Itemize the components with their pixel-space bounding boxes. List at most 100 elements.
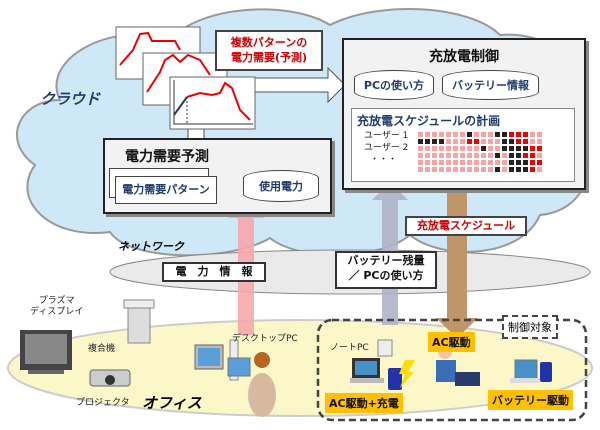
schedule-cell bbox=[501, 131, 508, 138]
schedule-cell bbox=[466, 159, 473, 166]
schedule-cell bbox=[536, 131, 543, 138]
battery-notebook bbox=[510, 359, 552, 383]
battery-drive-badge: バッテリー駆動 bbox=[488, 390, 573, 410]
schedule-label: 充放電スケジュール bbox=[405, 216, 527, 236]
schedule-cell bbox=[452, 131, 459, 138]
projector bbox=[89, 369, 131, 387]
schedule-cell bbox=[438, 166, 445, 173]
demand-forecast-panel: 電力需要予測 電力需要パターン bbox=[103, 138, 231, 214]
schedule-cell bbox=[480, 166, 487, 173]
user-2-label: ユーザー 2 bbox=[364, 143, 409, 153]
schedule-cell bbox=[515, 159, 522, 166]
schedule-cell bbox=[494, 138, 501, 145]
network-label: ネットワーク bbox=[118, 240, 184, 253]
desktop-pc bbox=[194, 339, 276, 417]
schedule-cell bbox=[445, 145, 452, 152]
schedule-cell bbox=[522, 166, 529, 173]
ac-drive-badge: AC駆動 bbox=[428, 332, 475, 352]
schedule-cell bbox=[424, 152, 431, 159]
schedule-cell bbox=[431, 166, 438, 173]
desktop-pc-label: デスクトップPC bbox=[232, 334, 298, 344]
battery-status-box: バッテリー残量 ／ PCの使い方 bbox=[335, 251, 437, 289]
schedule-cell bbox=[480, 152, 487, 159]
schedule-cell bbox=[480, 138, 487, 145]
schedule-cell bbox=[452, 152, 459, 159]
schedule-cell bbox=[508, 131, 515, 138]
schedule-cell bbox=[431, 145, 438, 152]
schedule-cell bbox=[508, 166, 515, 173]
battery-info-db: バッテリー情報 bbox=[442, 70, 539, 100]
demand-forecast-title: 電力需要予測 bbox=[125, 149, 209, 165]
schedule-cell bbox=[480, 159, 487, 166]
schedule-cell bbox=[431, 131, 438, 138]
plasma-display-label: プラズマ ディスプレイ bbox=[30, 296, 83, 318]
schedule-cell bbox=[452, 145, 459, 152]
schedule-cell bbox=[529, 159, 536, 166]
schedule-cell bbox=[487, 145, 494, 152]
schedule-cell bbox=[417, 131, 424, 138]
schedule-cell bbox=[515, 166, 522, 173]
schedule-cell bbox=[536, 152, 543, 159]
schedule-cell bbox=[494, 152, 501, 159]
schedule-cell bbox=[466, 131, 473, 138]
power-info-box: 電 力 情 報 bbox=[162, 262, 266, 282]
notebook-pc bbox=[350, 339, 415, 390]
schedule-cell bbox=[494, 166, 501, 173]
schedule-cell bbox=[501, 138, 508, 145]
schedule-cell bbox=[515, 152, 522, 159]
schedule-cell bbox=[445, 138, 452, 145]
schedule-cell bbox=[473, 131, 480, 138]
schedule-cell bbox=[438, 131, 445, 138]
schedule-cell bbox=[487, 138, 494, 145]
schedule-cell bbox=[417, 138, 424, 145]
schedule-plan-title: 充放電スケジュールの計画 bbox=[357, 114, 501, 128]
schedule-cell bbox=[459, 152, 466, 159]
battery-remaining-label: バッテリー残量 bbox=[347, 254, 425, 267]
schedule-plan-panel: 充放電スケジュールの計画 ユーザー 1 ユーザー 2 ・・・ bbox=[351, 108, 575, 182]
schedule-cell bbox=[508, 152, 515, 159]
notebook-pc-label: ノートPC bbox=[330, 343, 369, 353]
schedule-cell bbox=[529, 131, 536, 138]
schedule-cell bbox=[522, 152, 529, 159]
schedule-cell bbox=[452, 166, 459, 173]
schedule-cell bbox=[508, 138, 515, 145]
schedule-cell bbox=[515, 145, 522, 152]
ac-charge-badge: AC駆動+充電 bbox=[325, 393, 403, 413]
more-users-label: ・・・ bbox=[370, 155, 398, 165]
schedule-cell bbox=[529, 152, 536, 159]
schedule-cell bbox=[473, 159, 480, 166]
schedule-cell bbox=[431, 152, 438, 159]
schedule-cell bbox=[494, 159, 501, 166]
schedule-down-arrow bbox=[436, 190, 478, 338]
charge-control-title: 充放電制御 bbox=[429, 49, 499, 65]
schedule-cell bbox=[459, 131, 466, 138]
schedule-cell bbox=[494, 145, 501, 152]
schedule-cell bbox=[438, 138, 445, 145]
projector-label: プロジェクタ bbox=[76, 398, 130, 408]
schedule-cell bbox=[487, 131, 494, 138]
schedule-cell bbox=[417, 159, 424, 166]
schedule-cell bbox=[459, 166, 466, 173]
cloud-label: クラウド bbox=[40, 90, 101, 108]
schedule-cell bbox=[522, 159, 529, 166]
schedule-cell bbox=[424, 131, 431, 138]
schedule-cell bbox=[473, 152, 480, 159]
schedule-cell bbox=[459, 138, 466, 145]
schedule-cell bbox=[536, 145, 543, 152]
schedule-cell bbox=[473, 138, 480, 145]
schedule-cell bbox=[424, 145, 431, 152]
schedule-cell bbox=[466, 166, 473, 173]
schedule-cell bbox=[501, 166, 508, 173]
mfp-label: 複合機 bbox=[88, 344, 116, 354]
schedule-cell bbox=[417, 152, 424, 159]
schedule-cell bbox=[466, 145, 473, 152]
schedule-cell bbox=[536, 159, 543, 166]
schedule-cell bbox=[508, 159, 515, 166]
schedule-cell bbox=[522, 145, 529, 152]
schedule-cell bbox=[473, 145, 480, 152]
schedule-cell bbox=[438, 159, 445, 166]
forecast-chart-3 bbox=[169, 76, 256, 130]
schedule-cell bbox=[494, 131, 501, 138]
schedule-cell bbox=[473, 166, 480, 173]
schedule-cell bbox=[501, 152, 508, 159]
